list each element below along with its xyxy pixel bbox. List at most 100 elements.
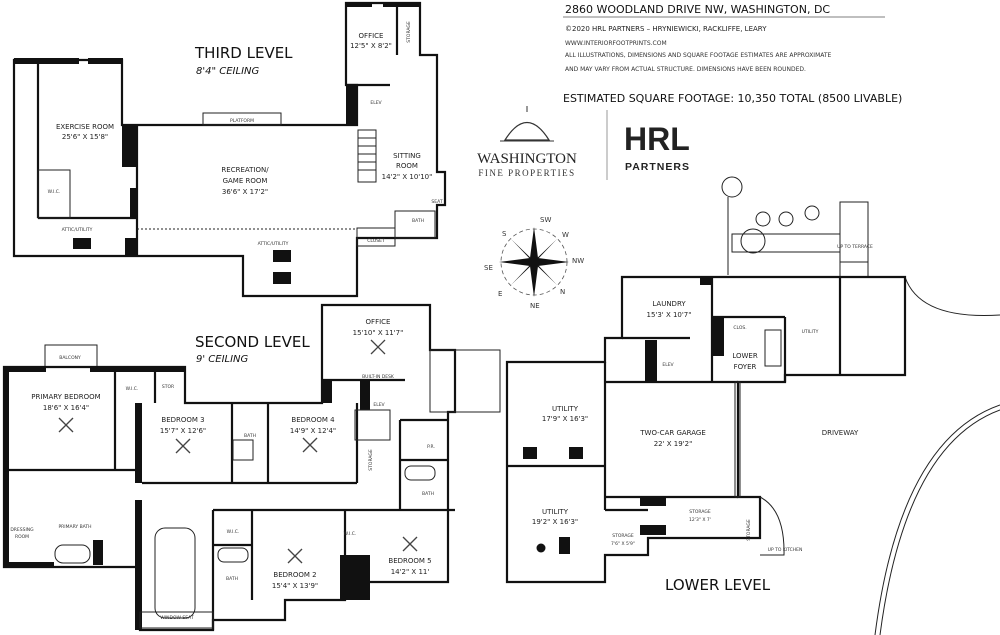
logo-partners: PARTNERS <box>625 161 690 173</box>
bedroom-5-label: BEDROOM 5 <box>388 557 431 565</box>
hrl-partners-logo: HRL PARTNERS <box>624 121 690 173</box>
window-seat-label: WINDOW SEAT <box>160 615 193 621</box>
logo-fine-properties: FINE PROPERTIES <box>478 168 575 178</box>
compass-w: W <box>562 231 569 239</box>
built-in-desk-label: BUILT-IN DESK <box>362 374 395 380</box>
bath-bedroom-5-label: BATH <box>422 491 434 497</box>
sitting-room-label-1: SITTING <box>393 152 421 160</box>
platform-label: PLATFORM <box>230 118 254 124</box>
garage-dims: 22' X 19'2" <box>654 440 693 448</box>
garage-label: TWO-CAR GARAGE <box>639 429 706 437</box>
bedroom-4-label: BEDROOM 4 <box>291 416 335 424</box>
bedroom-2-dims: 15'4" X 13'9" <box>272 582 318 590</box>
closet-label: CLOSET <box>367 238 385 244</box>
website: WWW.INTERIORFOOTPRINTS.COM <box>565 40 667 47</box>
storage-3-label: STORAGE <box>746 519 752 541</box>
compass-n: N <box>560 288 565 296</box>
attic-utility-label-2: ATTIC/UTILITY <box>258 241 289 247</box>
storage-2-label: STORAGE <box>612 533 634 539</box>
washington-fine-properties-logo: WASHINGTON FINE PROPERTIES <box>477 106 577 178</box>
utility-2-label: UTILITY <box>542 508 569 516</box>
second-office-dims: 15'10" X 11'7" <box>353 329 404 337</box>
primary-bath-label: PRIMARY BATH <box>58 524 91 530</box>
logo-washington: WASHINGTON <box>477 151 577 167</box>
second-storage-label: STORAGE <box>368 449 374 471</box>
lower-elev-label: ELEV <box>662 362 674 368</box>
bedroom-5-dims: 14'2" X 11' <box>391 568 430 576</box>
up-to-terrace-label: UP TO TERRACE <box>837 244 873 250</box>
third-wic-label: W.I.C. <box>48 189 61 195</box>
stor-label: STOR <box>162 384 174 390</box>
primary-bedroom-dims: 18'6" X 16'4" <box>43 404 89 412</box>
utility-right-label: UTILITY <box>802 329 819 335</box>
ceiling-fan-icons <box>58 339 418 564</box>
square-footage: ESTIMATED SQUARE FOOTAGE: 10,350 TOTAL (… <box>563 92 902 105</box>
utility-1-label: UTILITY <box>552 405 579 413</box>
second-elev-label: ELEV <box>373 402 385 408</box>
compass-sw: SW <box>540 216 551 224</box>
bedroom-3-label: BEDROOM 3 <box>161 416 204 424</box>
second-level-ceiling: 9' CEILING <box>196 354 249 365</box>
lower-level-title: LOWER LEVEL <box>665 576 771 594</box>
sitting-room-dims: 14'2" X 10'10" <box>382 173 433 181</box>
bedroom-5-wic-label: W.I.C. <box>344 531 357 537</box>
third-bath-label: BATH <box>412 218 424 224</box>
utility-1-dims: 17'9" X 16'3" <box>542 415 588 423</box>
storage-1-dims: 12'3" X 7' <box>689 517 711 523</box>
compass-rose-icon: SW W NW N NE E SE S <box>484 216 584 310</box>
third-level-plan: THIRD LEVEL 8'4" CEILING EXERCISE ROOM 2… <box>12 1 447 298</box>
utility-2-dims: 19'2" X 16'3" <box>532 518 578 526</box>
copyright: ©2020 HRL PARTNERS – HRYNIEWICKI, RACKLI… <box>565 25 767 33</box>
second-office-label: OFFICE <box>366 318 391 326</box>
lower-foyer-label-1: LOWER <box>732 352 758 360</box>
address: 2860 WOODLAND DRIVE NW, WASHINGTON, DC <box>565 3 830 16</box>
header-block: 2860 WOODLAND DRIVE NW, WASHINGTON, DC ©… <box>563 3 902 105</box>
laundry-label: LAUNDRY <box>652 300 686 308</box>
third-office-label: OFFICE <box>359 32 384 40</box>
third-storage-label: STORAGE <box>406 21 412 43</box>
attic-utility-label-1: ATTIC/UTILITY <box>62 227 93 233</box>
third-level-title: THIRD LEVEL <box>194 44 293 62</box>
seat-label: SEAT <box>431 199 442 205</box>
bedroom-2-bath-label: BATH <box>226 576 238 582</box>
third-elev-label: ELEV <box>370 100 382 106</box>
bedroom-2-wic-label: W.I.C. <box>227 529 240 535</box>
dressing-room-label-1: DRESSING <box>10 527 34 533</box>
compass-nw: NW <box>572 257 584 265</box>
dressing-room-label-2: ROOM <box>15 534 29 540</box>
bedroom-2-label: BEDROOM 2 <box>273 571 316 579</box>
exercise-room-label: EXERCISE ROOM <box>56 123 114 131</box>
balcony-label: BALCONY <box>59 355 81 361</box>
compass-ne: NE <box>530 302 540 310</box>
primary-bedroom-label: PRIMARY BEDROOM <box>31 393 100 401</box>
bedroom-4-dims: 14'9" X 12'4" <box>290 427 336 435</box>
second-level-title: SECOND LEVEL <box>195 333 310 351</box>
driveway-label: DRIVEWAY <box>822 429 859 437</box>
exercise-room-dims: 25'6" X 15'8" <box>62 133 108 141</box>
recreation-label-2: GAME ROOM <box>223 177 268 185</box>
logo-hrl: HRL <box>624 121 690 157</box>
bath-3-4-label: BATH <box>244 433 256 439</box>
lower-level-plan: UP TO TERRACE UP TO KITCHEN LOWER LEVEL … <box>505 176 1000 635</box>
primary-wic-label: W.I.C. <box>126 386 139 392</box>
third-level-ceiling: 8'4" CEILING <box>196 66 260 77</box>
second-level-plan: SECOND LEVEL 9' CEILING <box>2 303 501 632</box>
recreation-label-1: RECREATION/ <box>221 166 269 174</box>
up-to-kitchen-label: UP TO KITCHEN <box>768 547 803 553</box>
storage-1-label: STORAGE <box>689 509 711 515</box>
compass-e: E <box>498 290 502 298</box>
storage-2-dims: 7'6" X 5'9" <box>611 541 635 547</box>
bedroom-3-dims: 15'7" X 12'6" <box>160 427 206 435</box>
recreation-dims: 36'6" X 17'2" <box>222 188 268 196</box>
powder-room-label: P.R. <box>427 444 435 450</box>
compass-se: SE <box>484 264 493 272</box>
clos-label: CLOS. <box>733 325 746 331</box>
disclaimer-1: ALL ILLUSTRATIONS, DIMENSIONS AND SQUARE… <box>565 52 832 59</box>
third-office-dims: 12'5" X 8'2" <box>350 42 392 50</box>
disclaimer-2: AND MAY VARY FROM ACTUAL STRUCTURE. DIME… <box>565 66 806 73</box>
sitting-room-label-2: ROOM <box>396 162 418 170</box>
laundry-dims: 15'3' X 10'7" <box>647 311 692 319</box>
compass-s: S <box>502 230 507 238</box>
lower-foyer-label-2: FOYER <box>734 363 757 371</box>
